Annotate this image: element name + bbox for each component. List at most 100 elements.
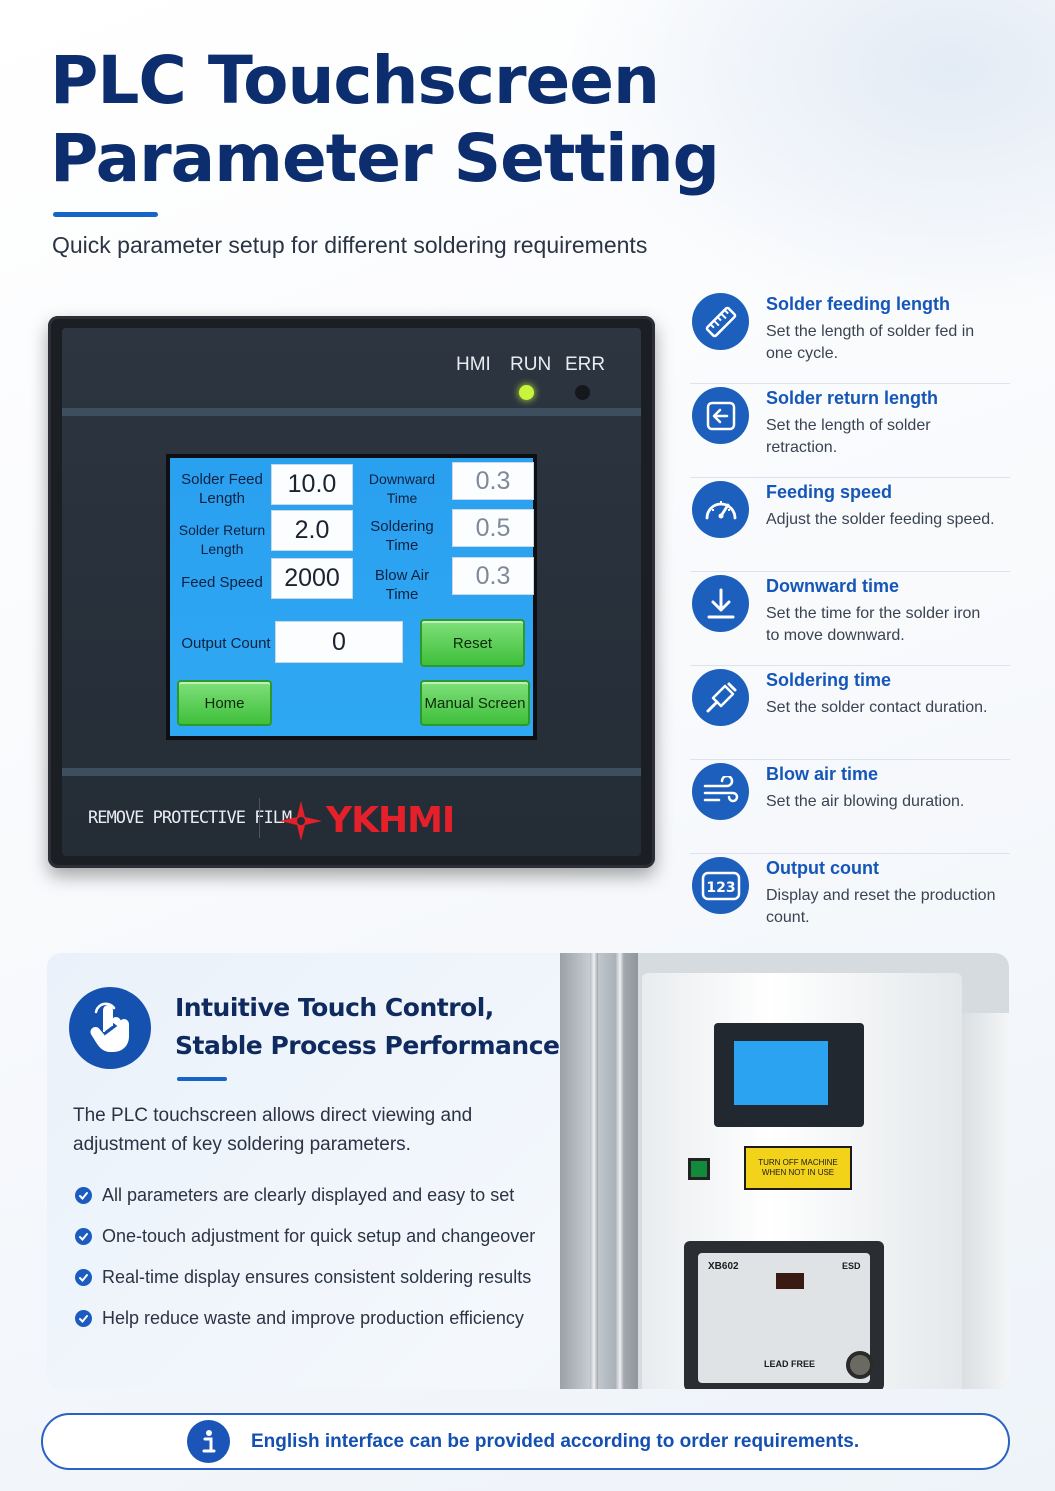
machine-frame <box>560 953 638 1389</box>
check-icon <box>75 1310 92 1327</box>
feature-item: Downward time Set the time for the solde… <box>690 572 1010 666</box>
feature-description: Set the length of solder retraction. <box>766 417 931 456</box>
return-arrow-icon <box>692 387 749 444</box>
counter-123-icon: 123 <box>692 857 749 914</box>
card-description: The PLC touchscreen allows direct viewin… <box>73 1105 473 1155</box>
list-item-text: Real-time display ensures consistent sol… <box>102 1267 532 1287</box>
label-line: Time <box>385 586 419 603</box>
card-title-line-2: Stable Process Performance <box>175 1031 560 1060</box>
station-model: XB602 <box>708 1261 739 1272</box>
brand-logo: YKHMI <box>280 800 455 841</box>
hmi-device: HMI RUN ERR Solder Feed Length 10.0 Sold… <box>48 316 655 868</box>
feature-description: Set the solder contact duration. <box>766 699 988 716</box>
benefit-checklist: All parameters are clearly displayed and… <box>75 1175 535 1339</box>
device-strip-bottom <box>62 768 641 776</box>
machine-photo: TURN OFF MACHINE WHEN NOT IN USE XB602 E… <box>560 953 1009 1389</box>
ruler-icon <box>692 293 749 350</box>
manual-screen-button[interactable]: Manual Screen <box>420 680 530 726</box>
device-face: HMI RUN ERR Solder Feed Length 10.0 Sold… <box>62 328 641 856</box>
machine-rod <box>590 953 598 1389</box>
page-subtitle: Quick parameter setup for different sold… <box>52 232 648 258</box>
touchscreen: Solder Feed Length 10.0 Solder Return Le… <box>166 454 537 740</box>
card-title: Intuitive Touch Control, Stable Process … <box>175 989 560 1065</box>
page-title: PLC Touchscreen Parameter Setting <box>50 42 720 198</box>
feature-item: Feeding speed Adjust the solder feeding … <box>690 478 1010 572</box>
label-line: Blow Air <box>374 567 430 584</box>
run-led <box>519 385 534 400</box>
feature-item: Blow air time Set the air blowing durati… <box>690 760 1010 854</box>
feature-title: Feeding speed <box>766 482 893 502</box>
soldering-time-label: Soldering Time <box>360 517 444 555</box>
card-title-underline <box>177 1077 227 1081</box>
solder-return-length-field[interactable]: 2.0 <box>271 510 353 551</box>
feed-speed-label: Feed Speed <box>181 574 263 591</box>
feature-title: Solder return length <box>766 388 939 408</box>
title-line-2: Parameter Setting <box>50 120 720 197</box>
list-item-text: All parameters are clearly displayed and… <box>102 1185 515 1205</box>
label-line: Downward <box>368 471 436 487</box>
footer-text: English interface can be provided accord… <box>251 1431 860 1452</box>
feature-item: Solder feeding length Set the length of … <box>690 290 1010 384</box>
brand-name: YKHMI <box>326 800 455 841</box>
svg-text:123: 123 <box>706 880 735 896</box>
touchscreen-display: Solder Feed Length 10.0 Solder Return Le… <box>170 458 534 736</box>
title-line-1: PLC Touchscreen <box>50 42 660 119</box>
solder-return-length-label: Solder Return Length <box>170 521 274 559</box>
err-indicator-label: ERR <box>565 354 606 375</box>
blow-air-time-label: Blow Air Time <box>360 566 444 604</box>
list-item: Help reduce waste and improve production… <box>75 1298 535 1339</box>
feature-description: Adjust the solder feeding speed. <box>766 511 995 528</box>
label-line: Length <box>199 490 245 507</box>
feature-item: Soldering time Set the solder contact du… <box>690 666 1010 760</box>
machine-touchscreen-display <box>734 1041 828 1105</box>
feature-title: Output count <box>766 858 879 878</box>
station-display <box>776 1273 804 1289</box>
feature-item: 123 Output count Display and reset the p… <box>690 854 1010 948</box>
label-line: Solder Return <box>178 522 266 538</box>
feature-description: Set the air blowing duration. <box>766 793 965 810</box>
feature-item: Solder return length Set the length of s… <box>690 384 1010 478</box>
feature-list: Solder feeding length Set the length of … <box>690 290 1010 948</box>
touch-hand-icon <box>69 987 151 1069</box>
feed-speed-field[interactable]: 2000 <box>271 558 353 599</box>
reset-button[interactable]: Reset <box>420 619 525 667</box>
list-item: One-touch adjustment for quick setup and… <box>75 1216 535 1257</box>
soldering-iron-icon <box>692 669 749 726</box>
blow-air-time-field[interactable]: 0.3 <box>452 557 534 595</box>
title-underline <box>53 212 158 217</box>
feature-title: Downward time <box>766 576 900 596</box>
power-indicator <box>688 1158 710 1180</box>
protective-film-label: REMOVE PROTECTIVE FILM <box>88 808 292 828</box>
download-arrow-icon <box>692 575 749 632</box>
brand-star-icon <box>280 800 322 841</box>
solder-feed-length-field[interactable]: 10.0 <box>271 464 353 505</box>
wind-icon <box>692 763 749 820</box>
check-icon <box>75 1269 92 1286</box>
downward-time-field[interactable]: 0.3 <box>452 462 534 500</box>
soldering-station: XB602 ESD LEAD FREE <box>684 1241 884 1389</box>
solder-feed-length-label: Solder Feed Length <box>174 470 270 508</box>
iron-connector <box>846 1351 874 1379</box>
output-count-label: Output Count <box>181 635 271 652</box>
feature-title: Blow air time <box>766 764 879 784</box>
feature-description: Set the length of solder fed in one cycl… <box>766 323 975 362</box>
machine-touchscreen <box>714 1023 864 1127</box>
feature-description: Display and reset the production count. <box>766 887 996 926</box>
err-led <box>575 385 590 400</box>
soldering-time-field[interactable]: 0.5 <box>452 509 534 547</box>
feature-title: Soldering time <box>766 670 892 690</box>
feature-description: Set the time for the solder iron to move… <box>766 605 981 644</box>
machine-rod <box>616 953 624 1389</box>
card-title-line-1: Intuitive Touch Control, <box>175 993 494 1022</box>
downward-time-label: Downward Time <box>360 470 444 508</box>
footer-banner: English interface can be provided accord… <box>41 1413 1010 1470</box>
station-lead-free: LEAD FREE <box>764 1359 816 1369</box>
touch-control-card: Intuitive Touch Control, Stable Process … <box>47 953 1009 1389</box>
label-line: Soldering <box>370 518 434 535</box>
run-indicator-label: RUN <box>510 354 552 375</box>
home-button[interactable]: Home <box>177 680 272 726</box>
output-count-field[interactable]: 0 <box>275 621 403 663</box>
device-strip-top <box>62 408 641 416</box>
soldering-station-panel: XB602 ESD LEAD FREE <box>698 1253 874 1383</box>
warning-label: TURN OFF MACHINE WHEN NOT IN USE <box>744 1146 852 1190</box>
